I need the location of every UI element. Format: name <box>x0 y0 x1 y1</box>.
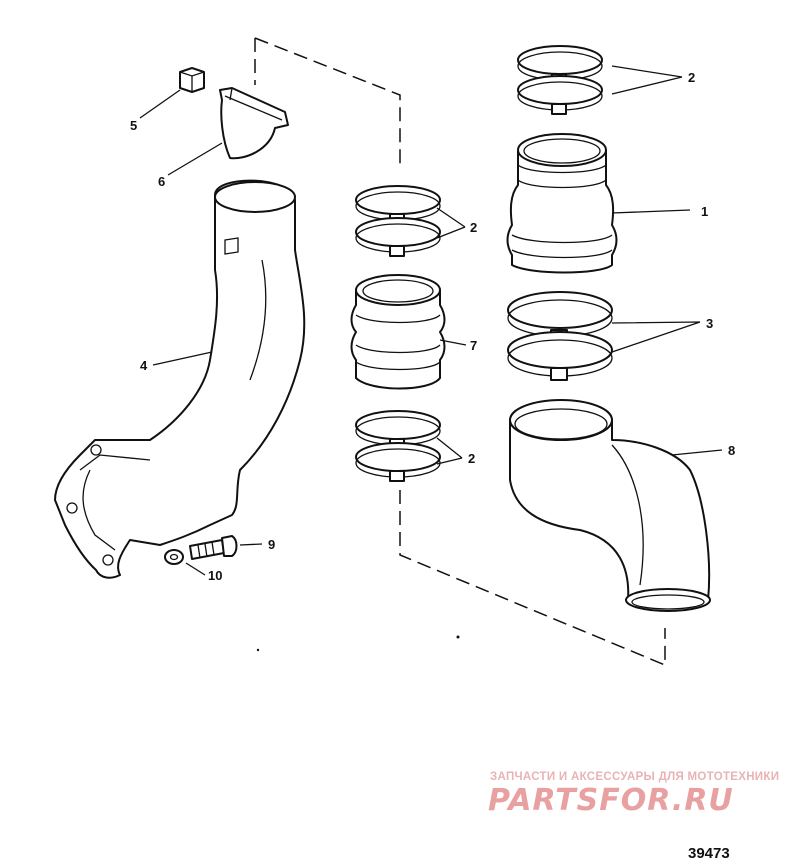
callout-2-lower: 2 <box>468 451 475 466</box>
clamp-pair-top-right <box>517 45 603 115</box>
part-10-washer <box>164 549 184 565</box>
speck <box>456 635 460 639</box>
callout-2-top-right: 2 <box>688 70 695 85</box>
part-6-cap <box>219 87 289 160</box>
part-9-bolt <box>189 535 238 560</box>
callout-2-middle: 2 <box>470 220 477 235</box>
clamp-pair-middle-left <box>355 185 441 257</box>
leader-lines <box>139 65 723 576</box>
watermark: ЗАПЧАСТИ И АКСЕССУАРЫ ДЛЯ МОТОТЕХНИКИ PA… <box>488 771 779 818</box>
callout-labels: 1 2 2 2 2 3 4 5 6 7 8 9 10 <box>130 70 735 583</box>
callout-8: 8 <box>728 443 735 458</box>
speck <box>256 648 260 652</box>
callout-10: 10 <box>208 568 222 583</box>
assembly-dashed-lines <box>254 37 666 667</box>
callout-1: 1 <box>701 204 708 219</box>
clamp-pair-lower-left <box>355 410 441 482</box>
part-4-elbow-pipe <box>54 179 306 579</box>
part-5-clip <box>179 67 205 93</box>
callout-6: 6 <box>158 174 165 189</box>
watermark-logo-text: PARTSFOR.RU <box>488 783 734 818</box>
callout-4: 4 <box>140 358 148 373</box>
part-7-short-bellows <box>350 274 446 390</box>
clamp-pair-right <box>507 291 613 381</box>
callout-9: 9 <box>268 537 275 552</box>
part-8-lower-elbow <box>509 399 711 612</box>
part-1-bellows <box>506 133 618 274</box>
callout-7: 7 <box>470 338 477 353</box>
watermark-tagline: ЗАПЧАСТИ И АКСЕССУАРЫ ДЛЯ МОТОТЕХНИКИ <box>490 771 779 783</box>
callout-5: 5 <box>130 118 137 133</box>
callout-3: 3 <box>706 316 713 331</box>
figure-number: 39473 <box>688 845 730 862</box>
